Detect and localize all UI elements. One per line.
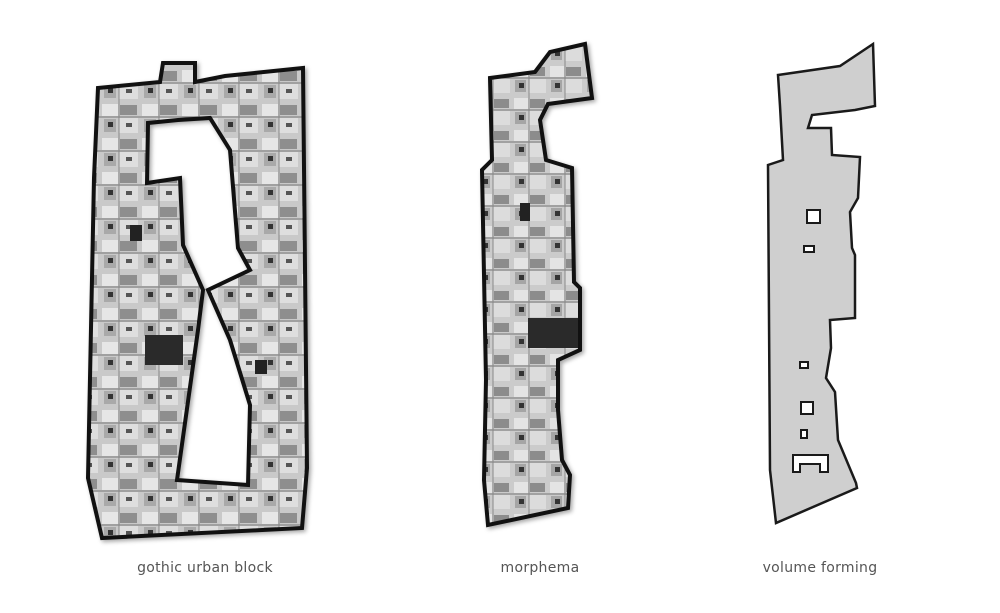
volume-outline [766, 41, 877, 525]
volume-void [800, 401, 814, 415]
panel-volume-forming: volume forming [700, 0, 940, 613]
panel-morphema: morphema [440, 0, 640, 613]
gothic-urban-block-figure [85, 61, 310, 541]
morphema-figure [479, 41, 595, 528]
block-ring-outline [85, 61, 310, 541]
dark-courtyard-mark [528, 318, 578, 348]
caption-morphema: morphema [500, 560, 580, 576]
volume-void [806, 209, 821, 224]
volume-void [792, 454, 829, 473]
morphema-strip-outline [479, 41, 595, 528]
panel-gothic-urban-block: gothic urban block [60, 0, 350, 613]
dark-courtyard-mark [145, 335, 183, 365]
dark-courtyard-mark [130, 225, 142, 241]
volume-void [803, 245, 815, 253]
volume-void [800, 429, 808, 439]
caption-gothic-urban-block: gothic urban block [137, 560, 273, 576]
dark-courtyard-mark [520, 203, 530, 221]
caption-volume-forming: volume forming [762, 560, 878, 576]
volume-void [799, 361, 809, 369]
volume-forming-figure [766, 41, 877, 525]
dark-courtyard-mark [255, 360, 267, 374]
